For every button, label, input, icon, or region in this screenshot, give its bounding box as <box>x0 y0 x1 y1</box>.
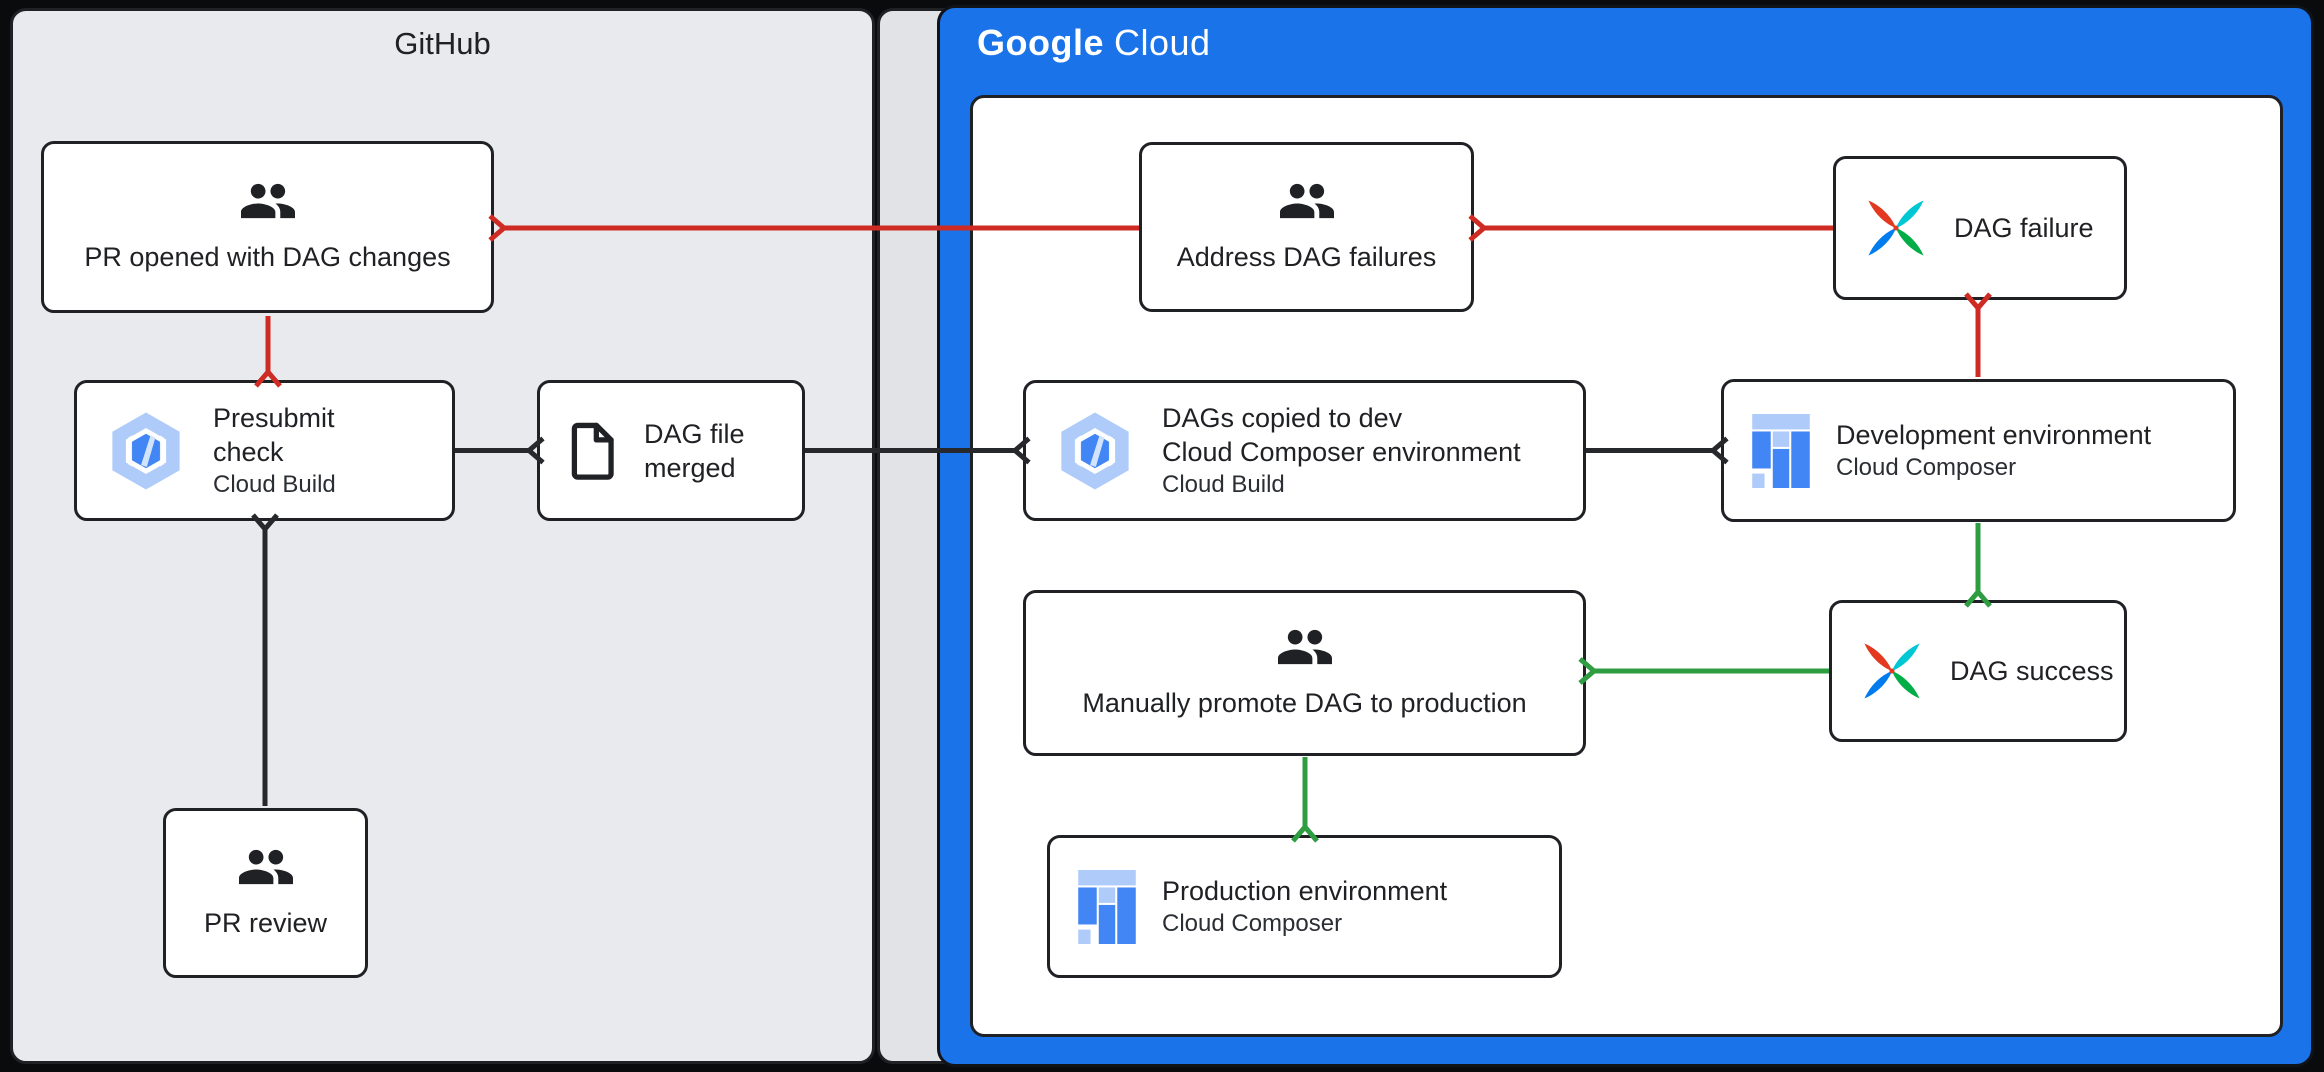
cloud-logo-word: Cloud <box>1114 22 1211 63</box>
node-dag-file-merged: DAG file merged <box>537 380 805 521</box>
node-label: DAG failure <box>1954 213 2094 243</box>
node-label: DAG success <box>1950 656 2114 686</box>
node-label: DAGs copied to dev Cloud Composer enviro… <box>1162 403 1521 498</box>
node-production-environment: Production environment Cloud Composer <box>1047 835 1562 978</box>
node-label: DAG file merged <box>644 418 745 483</box>
node-sublabel: Cloud Composer <box>1836 454 2017 481</box>
node-address-dag-failures: Address DAG failures <box>1139 142 1474 312</box>
github-panel-title: GitHub <box>394 26 491 61</box>
airflow-icon <box>1864 196 1928 260</box>
node-pr-opened: PR opened with DAG changes <box>41 141 494 313</box>
cloud-composer-icon <box>1752 414 1810 488</box>
airflow-icon <box>1860 639 1924 703</box>
node-sublabel: Cloud Build <box>1162 471 1285 498</box>
node-label: Address DAG failures <box>1176 242 1437 272</box>
people-icon <box>1278 627 1332 667</box>
node-label: Manually promote DAG to production <box>1082 688 1527 718</box>
google-logo-word: Google <box>977 22 1104 63</box>
node-manually-promote: Manually promote DAG to production <box>1023 590 1586 756</box>
people-icon <box>1280 181 1334 221</box>
node-development-environment: Development environment Cloud Composer <box>1721 379 2236 522</box>
node-label: Presubmit check Cloud Build <box>213 403 336 498</box>
people-icon <box>241 181 295 221</box>
node-label: Development environment Cloud Composer <box>1836 420 2152 481</box>
node-dag-failure: DAG failure <box>1833 156 2127 300</box>
node-sublabel: Cloud Composer <box>1162 910 1343 937</box>
people-icon <box>239 847 293 887</box>
node-sublabel: Cloud Build <box>213 471 336 498</box>
node-dags-copied: DAGs copied to dev Cloud Composer enviro… <box>1023 380 1586 521</box>
document-icon <box>568 420 618 482</box>
node-label: Production environment Cloud Composer <box>1162 876 1448 937</box>
node-presubmit-check: Presubmit check Cloud Build <box>74 380 455 521</box>
node-label: PR opened with DAG changes <box>84 242 451 272</box>
cloud-build-icon <box>105 408 187 494</box>
node-pr-review: PR review <box>163 808 368 978</box>
node-label: PR review <box>203 908 328 938</box>
node-dag-success: DAG success <box>1829 600 2127 742</box>
cloud-composer-icon <box>1078 870 1136 944</box>
cloud-build-icon <box>1054 408 1136 494</box>
